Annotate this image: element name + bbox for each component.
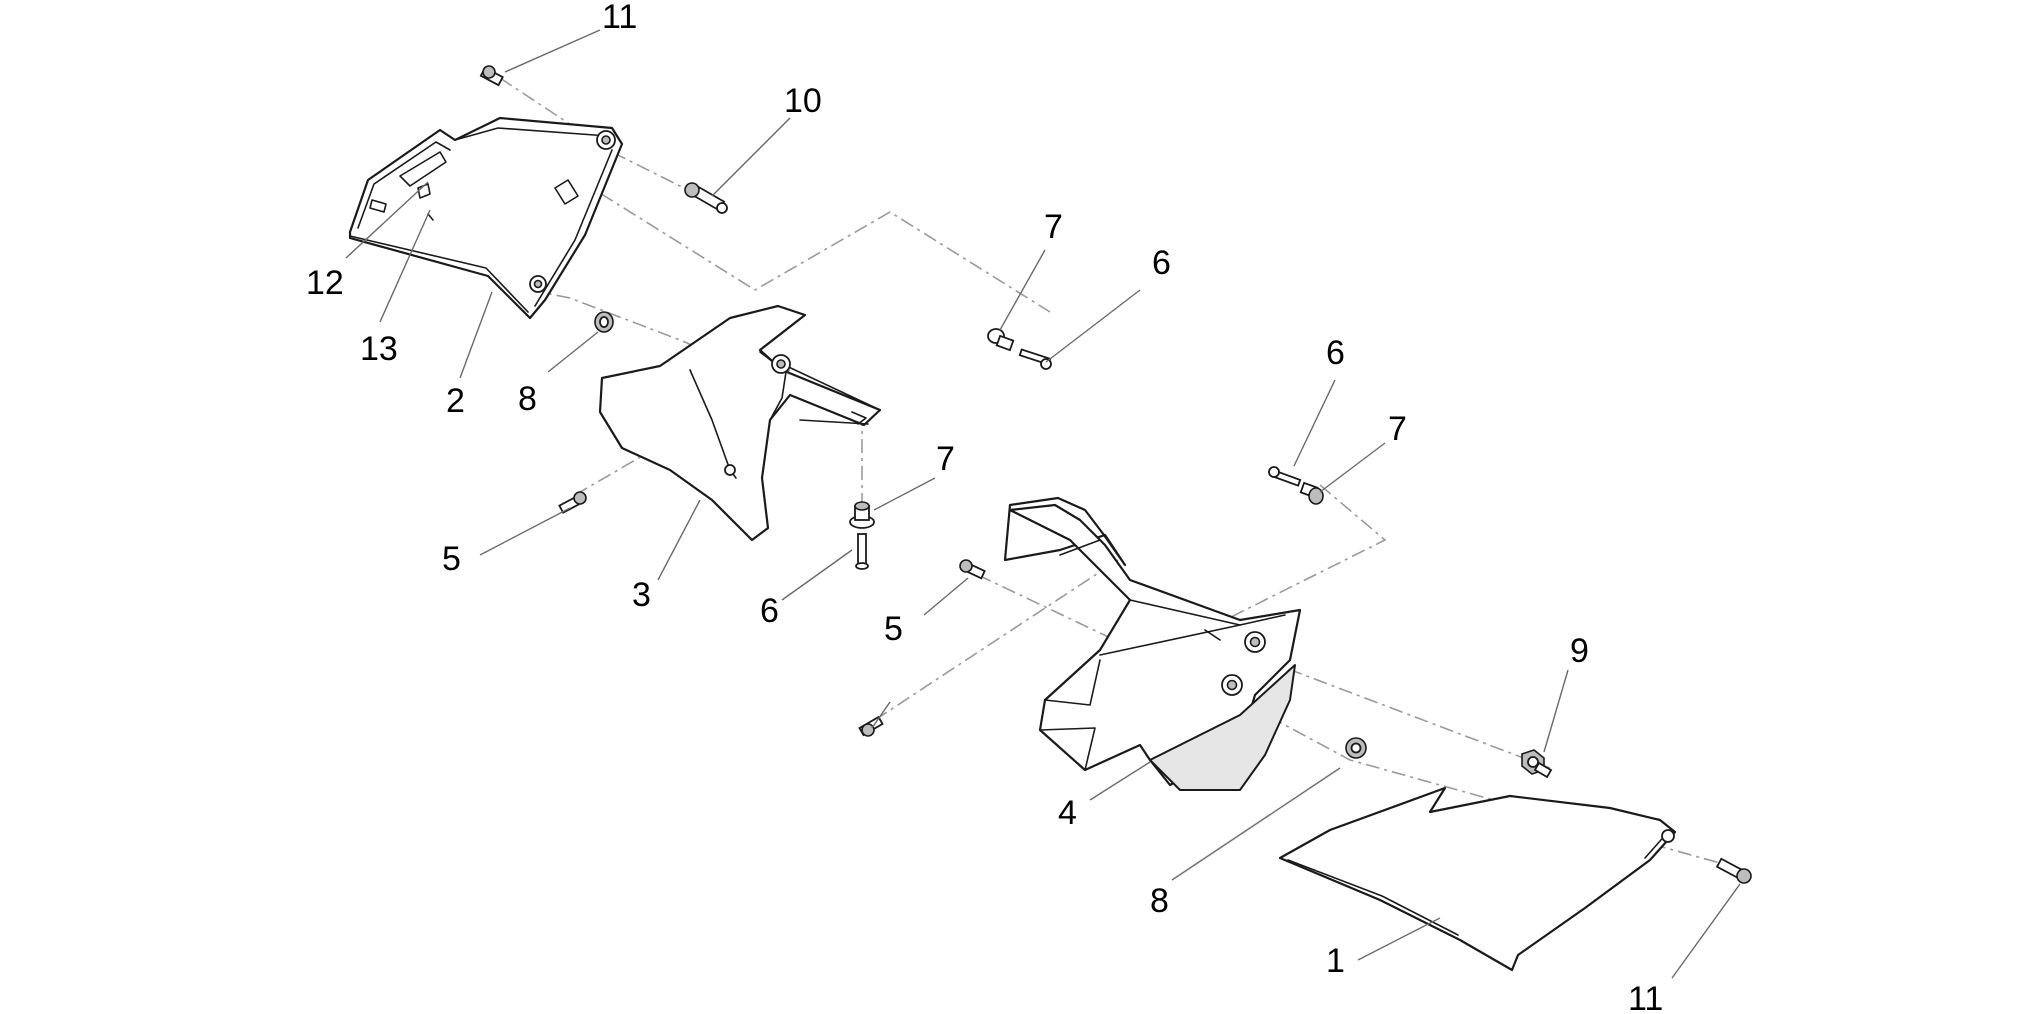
callout-11-bottom: 11	[1628, 980, 1663, 1014]
spacer-7-right	[1299, 481, 1324, 505]
grommet-8-bottom	[1345, 737, 1367, 759]
callout-3: 3	[632, 576, 651, 614]
callout-2: 2	[446, 382, 465, 420]
screw-6-top	[1018, 348, 1052, 370]
callout-7-top: 7	[1044, 208, 1063, 246]
callout-5-center: 5	[884, 610, 903, 648]
callout-12: 12	[306, 264, 344, 302]
callout-10: 10	[784, 82, 822, 120]
callout-11-top: 11	[602, 0, 637, 36]
callout-6-center: 6	[760, 592, 779, 630]
spacer-7-center	[849, 501, 875, 529]
screw-11-top	[479, 65, 504, 87]
callout-8-top: 8	[518, 380, 537, 418]
callout-7-right: 7	[1388, 410, 1407, 448]
bolt-9	[1521, 749, 1553, 779]
callout-labels: 11 10 7 6 12 13 2 8 6 7 7 5 3 6 5 9 4 8 …	[306, 0, 1663, 1014]
screw-6-right	[1268, 466, 1302, 487]
screw-5-center-top	[959, 559, 986, 580]
callout-9: 9	[1570, 632, 1589, 670]
callout-1: 1	[1326, 942, 1345, 980]
part-2-side-panel	[348, 116, 624, 320]
screw-11-bottom	[1715, 857, 1752, 884]
callout-6-top: 6	[1152, 244, 1171, 282]
assembly-lines	[499, 77, 1746, 871]
callout-13: 13	[360, 330, 398, 368]
leader-lines	[345, 29, 1741, 979]
hardware	[479, 65, 1752, 884]
screw-5-left	[558, 491, 587, 514]
callout-5-left: 5	[442, 540, 461, 578]
spacer-7-top	[987, 328, 1015, 352]
screw-5-center-bottom	[858, 715, 884, 737]
bolt-10	[684, 182, 728, 214]
callout-4: 4	[1058, 794, 1077, 832]
part-4-center-duct	[1003, 496, 1302, 791]
grommet-8-top	[594, 311, 614, 333]
callout-7-center: 7	[936, 440, 955, 478]
screw-6-center	[855, 533, 869, 570]
callout-6-right: 6	[1326, 334, 1345, 372]
callout-8-bottom: 8	[1150, 882, 1169, 920]
part-3-inner-cover	[598, 304, 882, 542]
